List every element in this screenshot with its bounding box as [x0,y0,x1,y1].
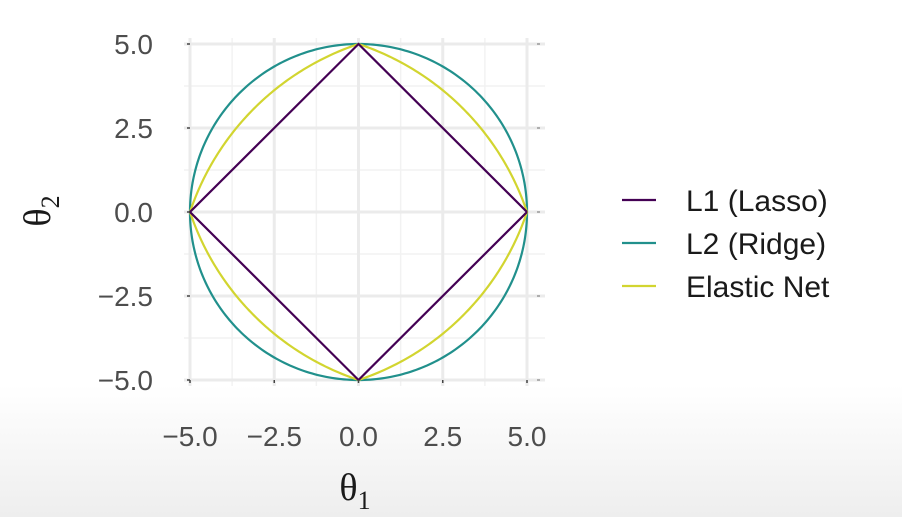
x-tick-label: 0.0 [339,421,378,452]
y-tick-label: 2.5 [114,113,153,144]
y-tick-label: 5.0 [114,29,153,60]
legend: L1 (Lasso) L2 (Ridge) Elastic Net [622,185,830,304]
y-tick-label: −2.5 [98,281,153,312]
x-axis-title: θ1 [339,467,370,515]
x-tick-label: 2.5 [423,421,462,452]
grid [184,38,545,386]
legend-label: L2 (Ridge) [686,228,826,261]
tick-layer: −5.0 −2.5 0.0 2.5 5.0 −5.0 −2.5 0.0 2.5 5.0 [98,29,547,452]
legend-label: Elastic Net [686,271,830,304]
x-tick-label: −2.5 [247,421,302,452]
y-tick-label: 0.0 [114,197,153,228]
x-tick-label: 5.0 [508,421,547,452]
y-tick-label: −5.0 [98,365,153,396]
legend-label: L1 (Lasso) [686,185,828,218]
x-tick-label: −5.0 [162,421,217,452]
y-axis-title: θ2 [17,195,65,226]
